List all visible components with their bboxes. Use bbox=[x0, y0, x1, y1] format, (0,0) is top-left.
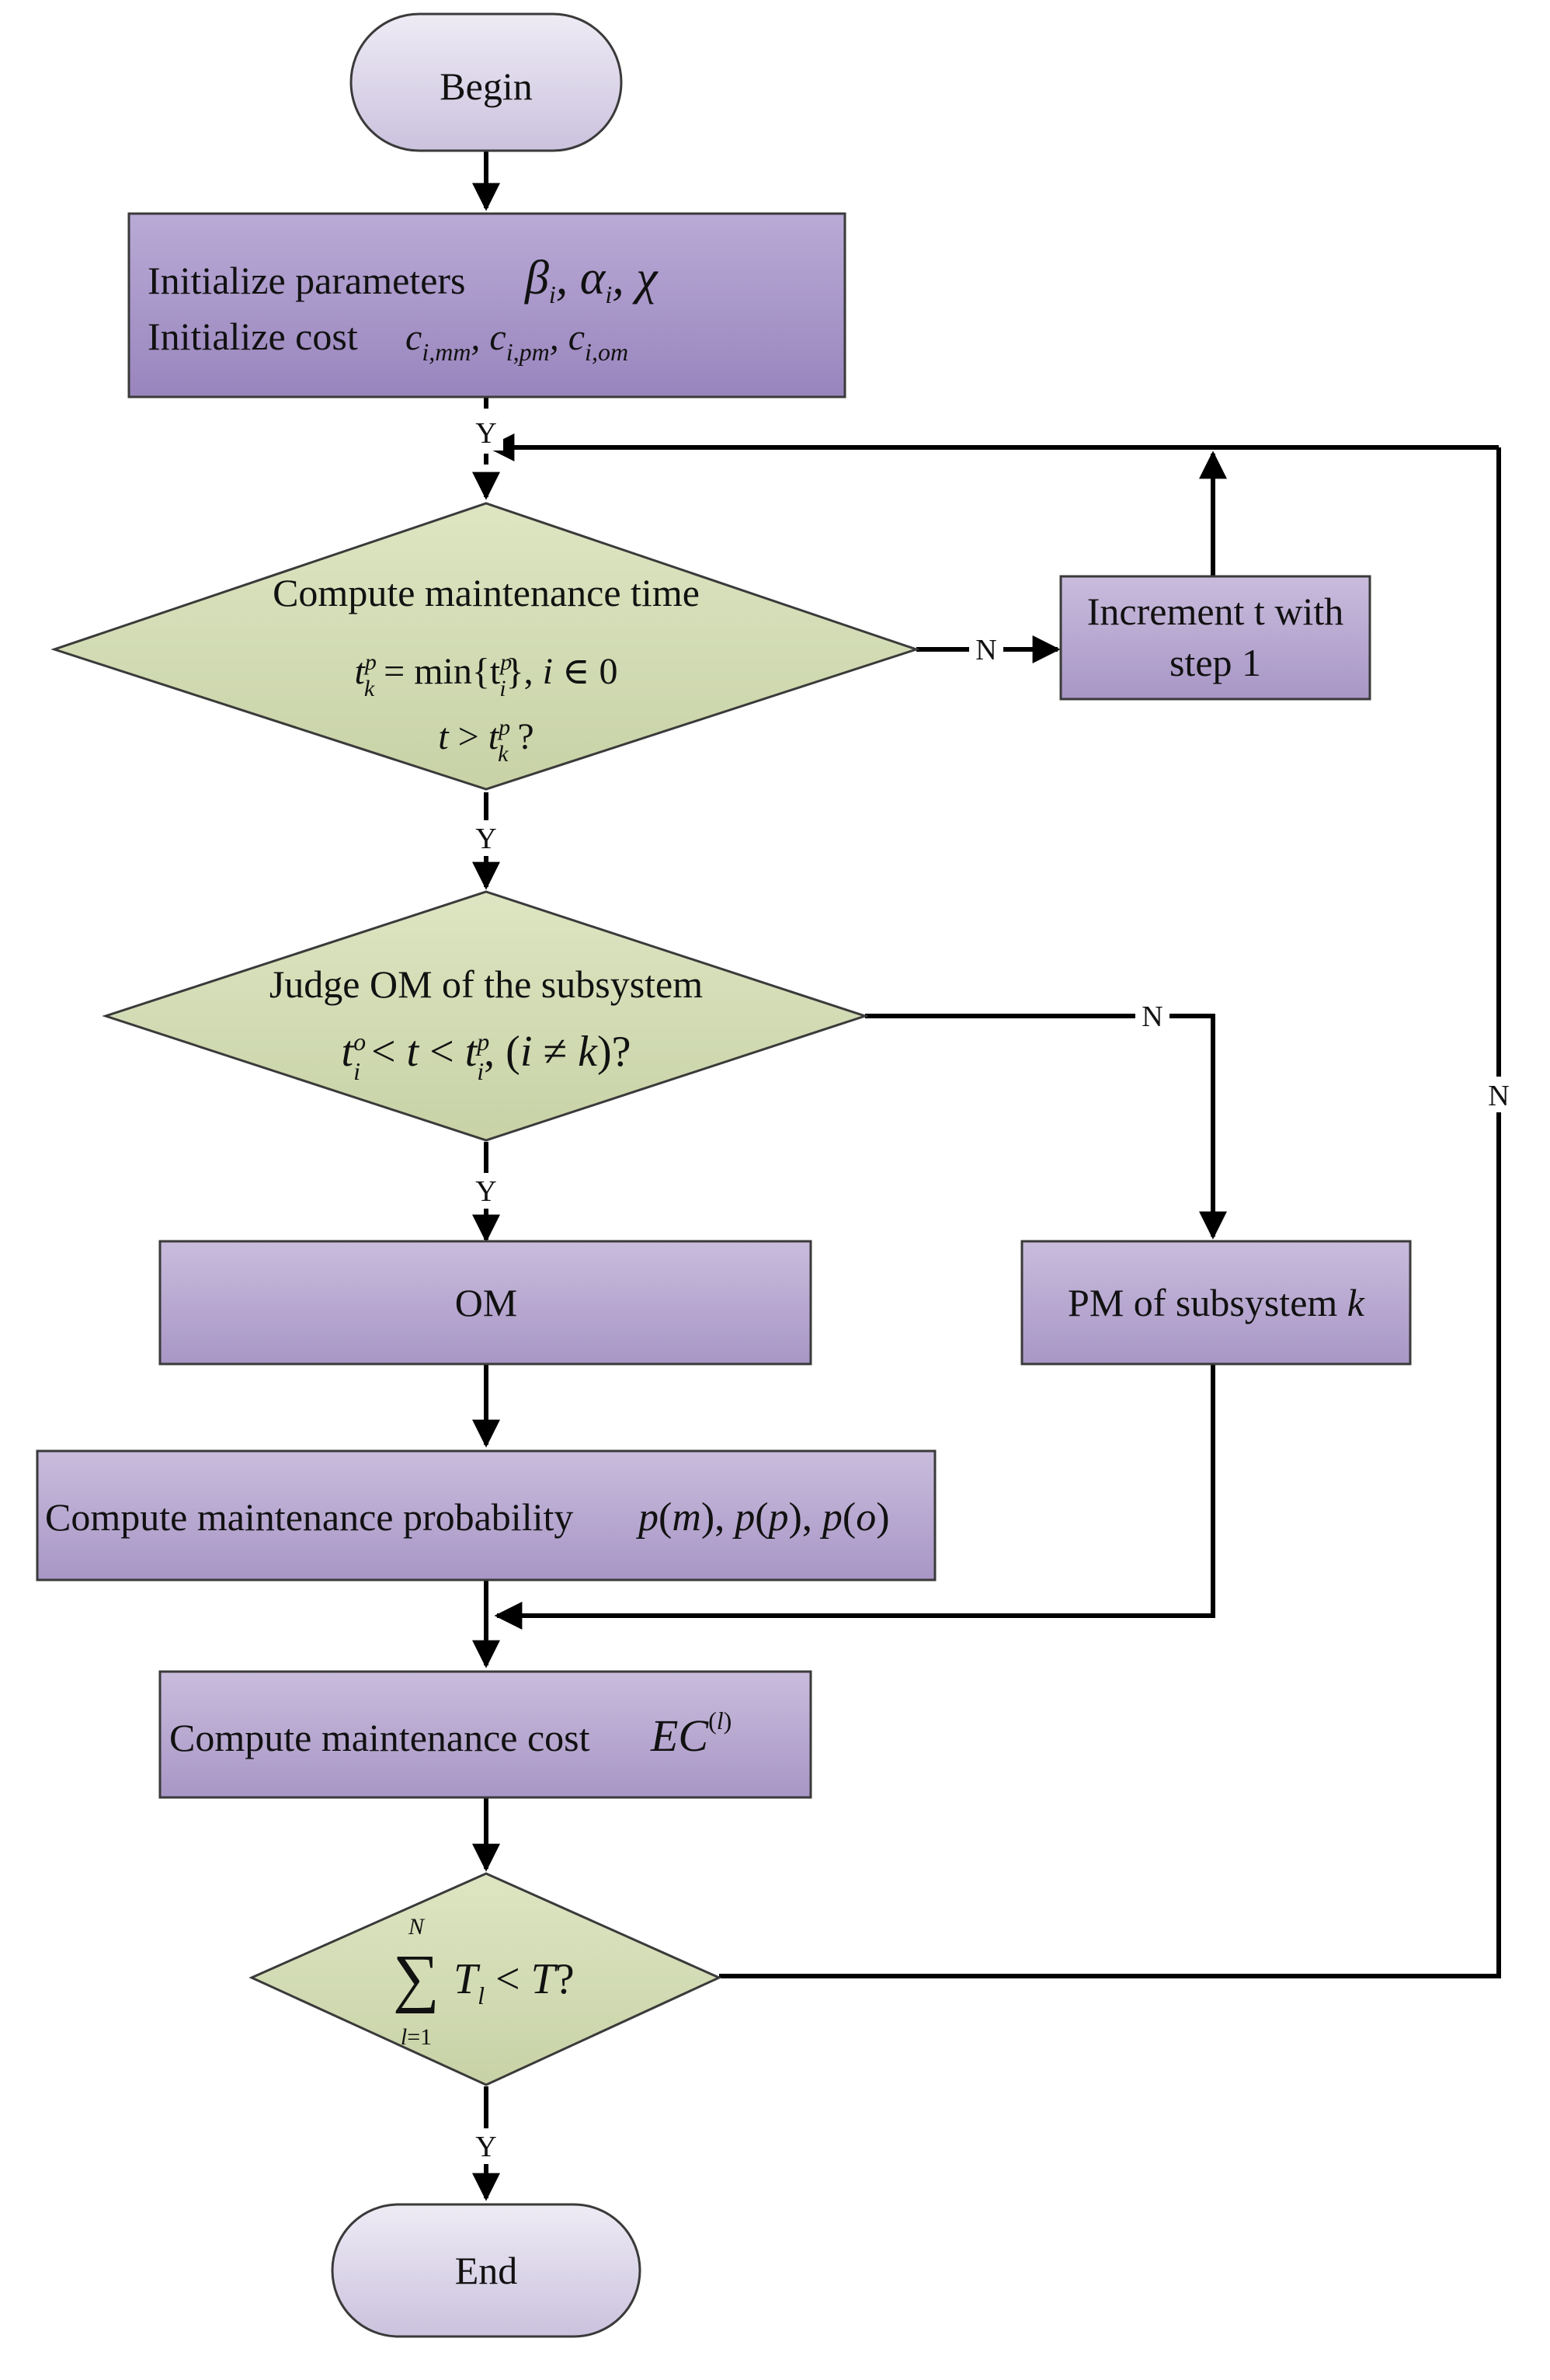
pm-label: PM of subsystem k bbox=[1068, 1281, 1365, 1324]
increment-line2: step 1 bbox=[1169, 641, 1261, 684]
compute-prob-math: p(m), p(p), p(o) bbox=[635, 1495, 890, 1540]
edge-sum-to-loop bbox=[719, 447, 1501, 1978]
sum-check-expr: Tl < T? bbox=[454, 1955, 575, 2009]
init-params-label: Initialize parameters bbox=[148, 259, 466, 302]
end-terminal: End bbox=[331, 2203, 641, 2338]
label-y-init: Y bbox=[475, 417, 496, 450]
sum-check-lower: l=1 bbox=[401, 2024, 432, 2050]
compute-time-label: Compute maintenance time bbox=[273, 571, 700, 614]
label-y-compute-time: Y bbox=[475, 823, 496, 855]
compute-prob-box: Compute maintenance probability p(m), p(… bbox=[36, 1449, 937, 1581]
label-y-sum: Y bbox=[475, 2131, 496, 2163]
compute-cost-box: Compute maintenance cost EC(l) bbox=[158, 1670, 812, 1799]
edges bbox=[472, 151, 1501, 2201]
edge-pm-to-merge bbox=[494, 1364, 1215, 1630]
pm-box: PM of subsystem k bbox=[1020, 1240, 1412, 1366]
om-label: OM bbox=[455, 1281, 518, 1324]
init-cost-label: Initialize cost bbox=[148, 315, 358, 358]
sum-check-sigma: ∑ bbox=[393, 1942, 440, 2014]
om-box: OM bbox=[158, 1240, 812, 1366]
sum-check-upper: N bbox=[408, 1914, 426, 1940]
label-n-compute-time: N bbox=[975, 634, 996, 666]
begin-label: Begin bbox=[440, 64, 532, 108]
end-label: End bbox=[455, 2249, 518, 2292]
init-box: Initialize parameters βi, αi, χ Initiali… bbox=[127, 212, 846, 398]
label-n-sum: N bbox=[1488, 1080, 1509, 1112]
judge-om-label: Judge OM of the subsystem bbox=[269, 962, 703, 1006]
compute-prob-label: Compute maintenance probability bbox=[45, 1495, 573, 1539]
increment-box: Increment t with step 1 bbox=[1059, 575, 1371, 701]
begin-terminal: Begin bbox=[349, 12, 623, 152]
edge-labels: Y N Y N Y N Y bbox=[469, 415, 1516, 2164]
edge-judge-to-pm bbox=[865, 1014, 1227, 1240]
compute-cost-label: Compute maintenance cost bbox=[169, 1716, 590, 1759]
init-params-math: βi, αi, χ bbox=[524, 252, 659, 308]
sum-check-diamond: N ∑ l=1 Tl < T? bbox=[248, 1872, 722, 2086]
label-y-judge: Y bbox=[475, 1175, 496, 1208]
increment-line1: Increment t with bbox=[1087, 590, 1343, 633]
label-n-judge: N bbox=[1142, 1000, 1162, 1033]
